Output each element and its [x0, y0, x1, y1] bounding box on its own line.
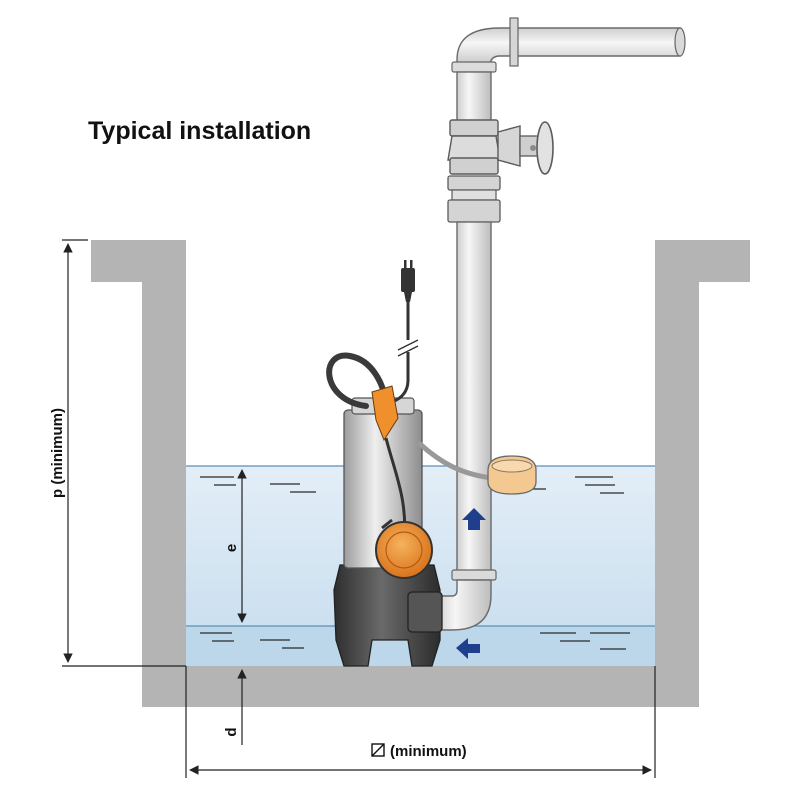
- pump-float-switch: [375, 518, 433, 579]
- d-label: d: [223, 727, 240, 736]
- flow-arrow-left-icon: [456, 638, 480, 659]
- dimension-p: p (minimum): [49, 239, 186, 667]
- square-size-icon: [371, 743, 385, 757]
- pipe-bottom-elbow: [435, 579, 492, 631]
- sump-pit: [91, 240, 750, 707]
- p-minimum-label: p (minimum): [49, 408, 66, 498]
- pit-wall: [91, 240, 750, 707]
- pipe-union-upper: [447, 175, 501, 191]
- dimension-width: (minimum): [185, 666, 656, 778]
- pump-base: [333, 564, 441, 667]
- gate-valve: [447, 119, 554, 175]
- flow-arrow-up-icon: [462, 508, 486, 530]
- water-waves: [200, 476, 630, 650]
- pipe-union-lower: [447, 199, 501, 223]
- pump-handle: [326, 352, 389, 409]
- width-minimum-label: (minimum): [390, 743, 467, 760]
- cable-clip: [371, 385, 399, 442]
- flow-arrows: [456, 508, 486, 659]
- pipe-collar-top: [451, 61, 497, 73]
- level-float-cable: [417, 441, 495, 481]
- pump-outlet: [407, 591, 443, 633]
- dimension-e: e: [223, 469, 247, 623]
- submersible-pump: [326, 260, 443, 667]
- diagram-title: Typical installation: [88, 117, 311, 145]
- power-cable: [391, 300, 410, 404]
- dimension-d: d: [223, 669, 247, 745]
- pipe-top-end: [674, 27, 686, 57]
- discharge-pipe: [435, 17, 686, 631]
- e-label: e: [223, 544, 240, 552]
- level-float-switch: [417, 441, 537, 495]
- valve-handwheel-icon: [536, 121, 554, 175]
- pipe-top-flange: [509, 17, 519, 67]
- pipe-riser-collar: [451, 569, 497, 581]
- cable-break-mark: [397, 339, 419, 357]
- pipe-union-middle: [451, 189, 497, 201]
- power-plug-icon: [401, 260, 415, 302]
- pipe-upper-section: [456, 71, 492, 123]
